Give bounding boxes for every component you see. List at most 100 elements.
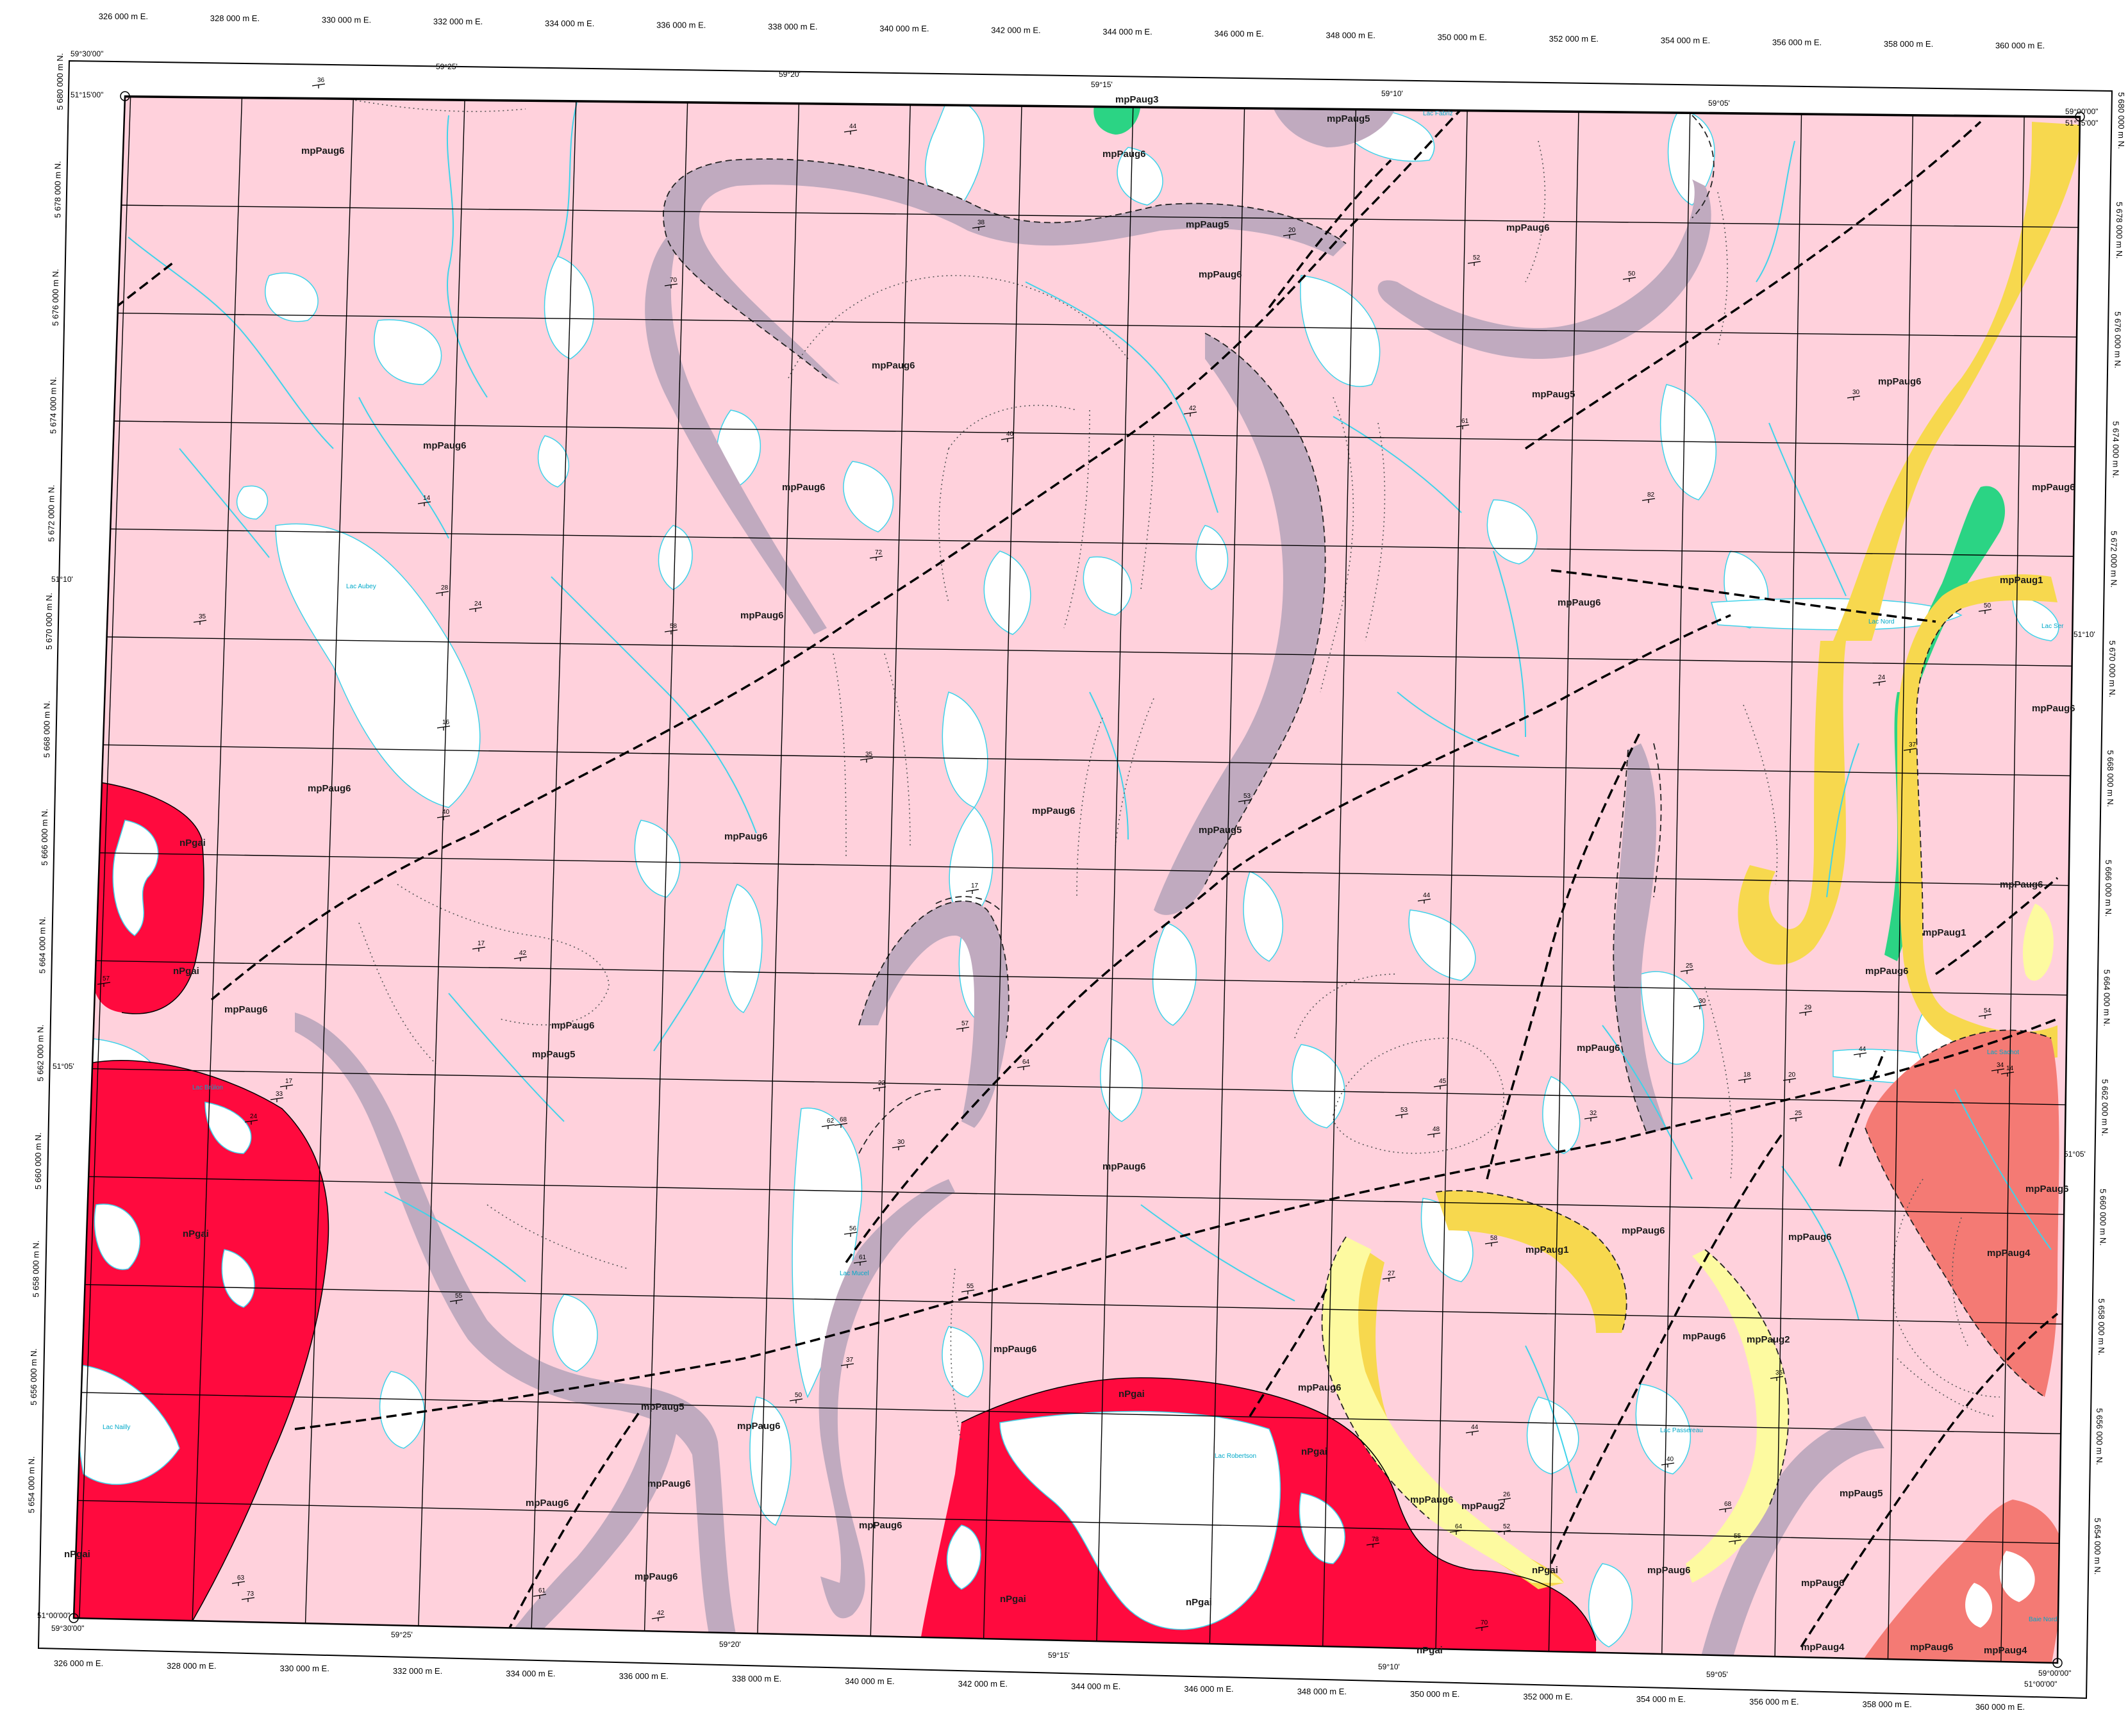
mpPaug2-center-lobe — [1686, 1250, 1789, 1583]
foliation-symbol — [1497, 1530, 1511, 1535]
foliation-symbol — [1497, 1498, 1511, 1503]
dip-value: 68 — [840, 1116, 847, 1123]
contact-line — [1435, 1190, 1627, 1334]
northing-label-right: 5 662 000 m N. — [2100, 1079, 2109, 1136]
form-line — [1294, 973, 1398, 1039]
dip-value: 55 — [967, 1283, 974, 1290]
dip-value: 17 — [971, 882, 979, 889]
contact-line — [1922, 1029, 2052, 1058]
lake-label: Lac Mucel — [840, 1270, 869, 1277]
easting-label-bottom: 338 000 m E. — [732, 1674, 781, 1683]
unit-label: mpPaug5 — [532, 1049, 576, 1060]
mpPaug4-se-lobe — [1859, 1500, 2065, 1663]
foliation-symbol — [844, 129, 858, 135]
contact-line — [1704, 1249, 1790, 1507]
dip-value: 70 — [1481, 1619, 1488, 1626]
mpPaug5-west-hook — [645, 237, 827, 634]
dip-value: 29 — [1804, 1004, 1812, 1011]
dip-value: 57 — [961, 1020, 969, 1027]
stream-line — [1025, 281, 1218, 513]
lake-shape — [1965, 1583, 1993, 1628]
foliation-symbol — [472, 947, 486, 952]
bottom-lon-tick: 59°15' — [1048, 1651, 1070, 1660]
mpPaug1-south-arc — [1436, 1191, 1627, 1333]
foliation-symbol — [1872, 681, 1886, 686]
foliation-symbol — [1978, 609, 1992, 614]
foliation-symbol — [834, 1123, 848, 1128]
fault-line — [499, 1409, 642, 1648]
form-line — [1333, 1037, 1504, 1154]
lake-shape — [1659, 384, 1717, 500]
grid-line-horizontal — [106, 636, 2072, 667]
easting-label-bottom: 334 000 m E. — [506, 1669, 555, 1678]
unit-label: nPgai — [173, 966, 199, 977]
unit-label: nPgai — [183, 1228, 209, 1239]
contact-line — [935, 896, 1001, 911]
foliation-symbol — [1183, 411, 1197, 417]
grid-line-horizontal — [103, 744, 2071, 777]
easting-label-top: 352 000 m E. — [1549, 34, 1599, 44]
dip-value: 58 — [1490, 1235, 1498, 1242]
dip-value: 78 — [1372, 1536, 1379, 1543]
easting-label-top: 360 000 m E. — [1995, 41, 2045, 51]
top-lon-tick: 59°25' — [436, 62, 458, 71]
stream-line — [1089, 691, 1129, 840]
dip-value: 30 — [1852, 389, 1860, 396]
foliation-symbol — [97, 982, 111, 987]
lake-shape — [983, 550, 1031, 635]
lake-label: Lac Passereau — [1660, 1427, 1703, 1434]
northing-label-left: 5 676 000 m N. — [51, 269, 60, 326]
dip-value: 17 — [285, 1078, 293, 1085]
foliation-symbol — [1283, 233, 1297, 238]
unit-label: mpPaug4 — [1801, 1642, 1845, 1653]
unit-label: mpPaug6 — [1910, 1642, 1954, 1653]
foliation-symbol — [961, 1289, 975, 1294]
top-lon-tick: 59°10' — [1381, 89, 1403, 98]
grid-line-vertical — [304, 98, 354, 1624]
lake-shape — [204, 1102, 252, 1154]
easting-label-top: 356 000 m E. — [1772, 37, 1822, 47]
lake-label: Lac Nailly — [103, 1424, 130, 1431]
fault-line — [845, 614, 1731, 1263]
dip-value: 44 — [1471, 1424, 1479, 1431]
foliation-symbol — [1484, 1241, 1499, 1246]
foliation-symbol — [844, 1232, 858, 1237]
corner-top-left-lat: 51°15'00" — [71, 90, 103, 99]
contact-line — [1321, 1236, 1430, 1519]
unit-label: mpPaug6 — [1102, 1161, 1146, 1172]
dip-value: 28 — [441, 584, 449, 591]
foliation-symbol — [1847, 395, 1861, 401]
fault-line — [210, 101, 1469, 1001]
easting-label-top: 326 000 m E. — [99, 12, 148, 21]
grid-line-horizontal — [121, 204, 2079, 228]
bottom-lon-tick: 59°20' — [719, 1640, 741, 1649]
easting-label-top: 354 000 m E. — [1661, 36, 1710, 45]
unit-label: mpPaug5 — [1199, 825, 1242, 836]
unit-mpPaug2-areas — [1322, 904, 2054, 1583]
geologic-contacts — [663, 115, 2052, 1519]
northing-label-left: 5 674 000 m N. — [49, 377, 58, 434]
unit-label: mpPaug6 — [1410, 1494, 1454, 1505]
top-lon-tick: 59°15' — [1091, 80, 1113, 89]
dip-value: 61 — [859, 1254, 867, 1261]
foliation-symbol — [1417, 898, 1431, 904]
corner-bottom-right-lat: 51°00'00" — [2024, 1680, 2057, 1689]
unit-label: mpPaug6 — [526, 1498, 569, 1509]
easting-label-bottom: 348 000 m E. — [1297, 1687, 1347, 1696]
easting-label-bottom: 330 000 m E. — [280, 1664, 329, 1673]
intrusion-outlines — [86, 781, 1597, 1641]
unit-label: mpPaug6 — [635, 1571, 678, 1582]
contact-line — [1613, 749, 1648, 1135]
northing-label-left: 5 656 000 m N. — [29, 1348, 38, 1405]
northing-label-right: 5 680 000 m N. — [2116, 92, 2126, 149]
form-line — [358, 922, 436, 1064]
corner-marker — [120, 91, 130, 101]
foliation-symbol — [1001, 437, 1015, 442]
lake-shape — [544, 256, 594, 360]
easting-label-bottom: 358 000 m E. — [1862, 1699, 1911, 1709]
unit-label: mpPaug6 — [1102, 149, 1146, 160]
lake-shape — [1667, 108, 1715, 206]
unit-label: mpPaug6 — [740, 610, 784, 621]
mpPaug5-mid-fold — [859, 901, 1009, 1128]
foliation-symbol — [1799, 1011, 1813, 1016]
